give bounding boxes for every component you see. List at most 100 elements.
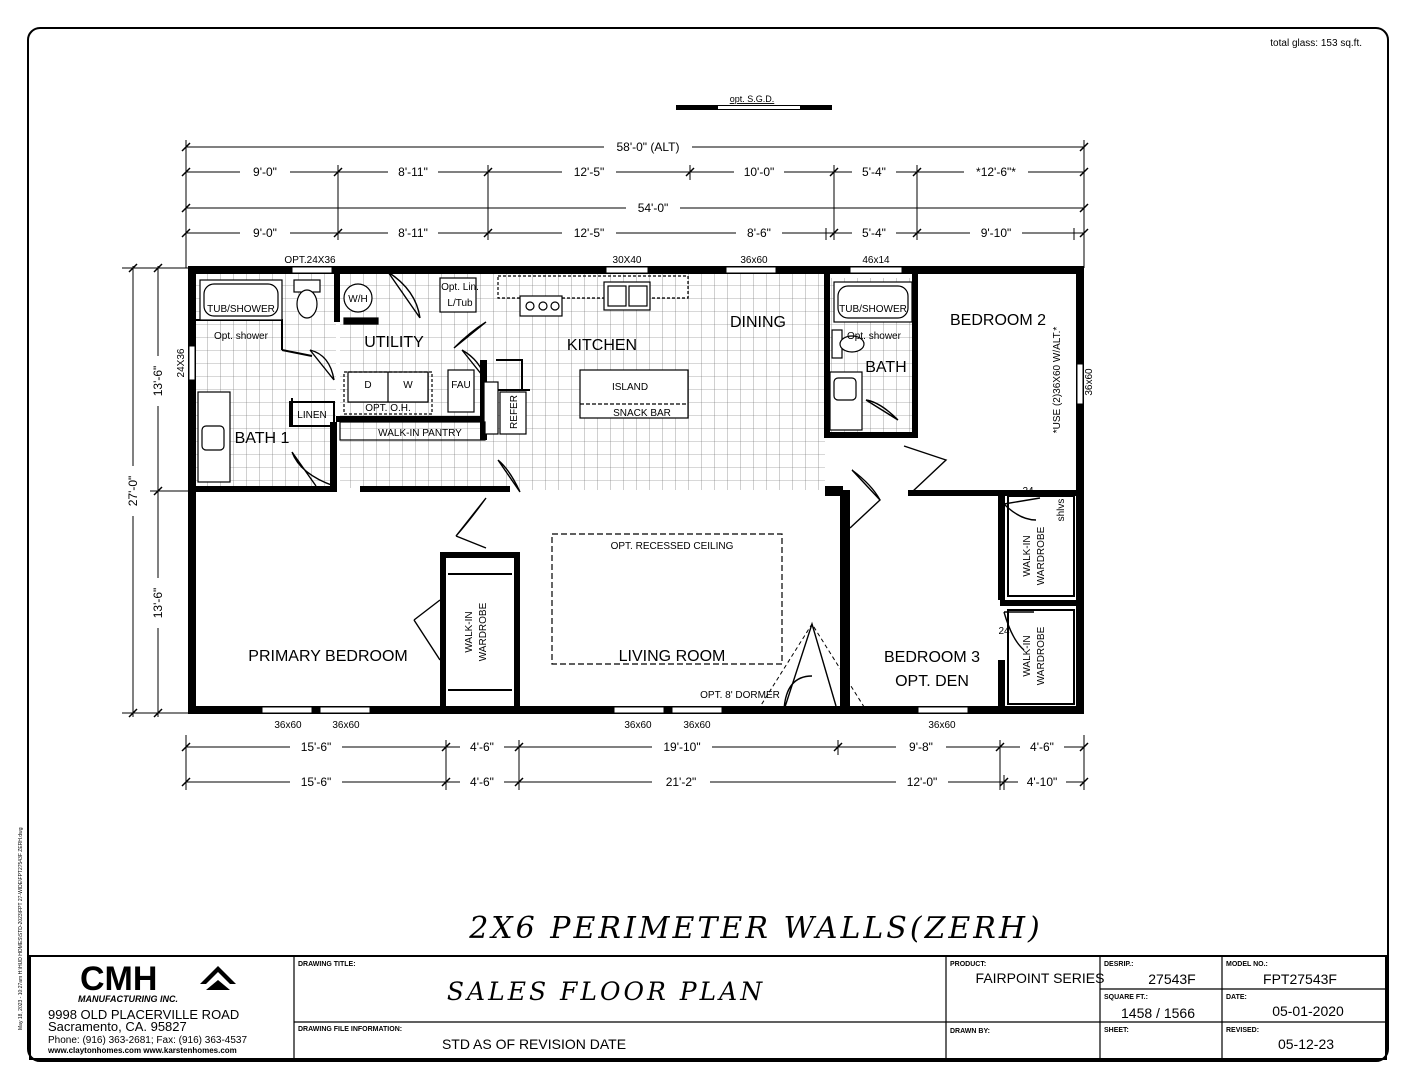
dimension-ticks [128,142,1089,787]
dim-bottom-2-1: 15'-6" [301,775,332,789]
dim-top-1-6: *12'-6"* [976,165,1016,179]
title-block-text: 9998 OLD PLACERVILLE ROAD Sacramento, CA… [47,961,1344,1055]
label-wardrobe-br3-2: WARDROBE [1036,626,1047,685]
house-roof-icon [200,966,236,990]
dim-top-overall: 54'-0" [638,201,669,215]
label-fau: FAU [451,380,470,391]
revised-value: 05-12-23 [1278,1036,1334,1052]
product-value: FAIRPOINT SERIES [976,970,1105,986]
label-opt-dormer: OPT. 8' DORMER [700,690,780,701]
label-wardrobe-primary-2: WARDROBE [478,602,489,661]
dim-bottom-1-1: 15'-6" [301,740,332,754]
label-snack-bar: SNACK BAR [613,408,671,419]
drawing-title: SALES FLOOR PLAN [447,977,765,1006]
bath-fixtures [829,281,913,431]
window-36x60-b4: 36x60 [683,720,711,731]
opt-sgd-label: opt. S.G.D. [730,94,775,104]
label-linen: LINEN [297,410,326,421]
label-tub-shower-1: TUB/SHOWER [207,304,275,315]
date-label: DATE: [1226,994,1247,1001]
dim-top-2-3: 12'-5" [574,226,605,240]
kitchen-fixtures [447,275,689,435]
room-kitchen: KITCHEN [567,337,637,354]
file-info: STD AS OF REVISION DATE [442,1036,626,1052]
dim-left-inner-1: 13'-6" [151,366,165,397]
room-dining: DINING [730,314,786,331]
room-primary-bedroom: PRIMARY BEDROOM [248,648,407,665]
desrip-value: 27543F [1148,971,1195,987]
dim-bottom-1-5: 4'-6" [1030,740,1054,754]
model-label: MODEL NO.: [1226,961,1268,968]
interior-thin-walls [196,319,1075,705]
label-opt-lin: Opt. Lin. [441,282,479,293]
room-living-room: LIVING ROOM [619,648,726,665]
sqft-label: SQUARE FT.: [1104,994,1148,1001]
label-wh: W/H [348,294,367,305]
room-bath1: BATH 1 [235,430,290,447]
label-opt-recessed-ceiling: OPT. RECESSED CEILING [611,541,734,552]
address-line-2: Sacramento, CA. 95827 [48,1019,187,1034]
label-washer: W [403,380,413,391]
label-dryer: D [364,380,371,391]
opt-recessed-ceiling [551,533,783,665]
drawn-by-label: DRAWN BY: [950,1028,990,1035]
side-file-note: May 18, 2023 - 10:27am H:\HUD HOMES\STD-… [18,827,24,1030]
dim-bottom-1-2: 4'-6" [470,740,494,754]
label-opt-shower-1: Opt. shower [214,331,269,342]
label-island: ISLAND [612,382,648,393]
dim-top-1-3: 12'-5" [574,165,605,179]
dim-left-outer: 27'-0" [126,476,140,507]
dim-bottom-2-2: 4'-6" [470,775,494,789]
dim-left-inner-2: 13'-6" [151,588,165,619]
label-shlvs: shlvs [1056,499,1067,522]
window-46x14: 46x14 [862,255,890,266]
dim-top-1-4: 10'-0" [744,165,775,179]
room-bedroom2: BEDROOM 2 [950,312,1046,329]
window-24x36-left: 24X36 [176,348,187,377]
window-36x60-b3: 36x60 [624,720,652,731]
dim-top-2-1: 9'-0" [253,226,277,240]
model-value: FPT27543F [1263,971,1337,987]
dim-top-2-5: 5'-4" [862,226,886,240]
pantry-tile-floor [340,422,485,488]
label-wardrobe-br3-1: WALK-IN [1022,635,1033,676]
dim-bottom-1-3: 19'-10" [663,740,700,754]
utility-fixtures [339,277,486,441]
label-use-alt: *USE (2)36X60 W/ALT.* [1052,327,1063,434]
room-bedroom3-opt-den: OPT. DEN [895,673,969,690]
desrip-label: DESRIP.: [1104,961,1133,968]
window-36x60-b5: 36x60 [928,720,956,731]
drawing-title-label: DRAWING TITLE: [298,961,356,968]
label-wardrobe-br2-1: WALK-IN [1022,535,1033,576]
label-walk-in-pantry: WALK-IN PANTRY [378,428,462,439]
label-tub-shower-2: TUB/SHOWER [839,304,907,315]
dormer-dashes [757,623,867,711]
room-bath: BATH [865,359,906,376]
phone-fax: Phone: (916) 363-2681; Fax: (916) 363-45… [48,1035,247,1046]
title-block-frame [29,955,1387,1060]
window-labels: OPT.24X36 30X40 36x60 46x14 36x60 36x60 … [176,255,1095,731]
dim-top-2-4: 8'-6" [747,226,771,240]
room-bedroom3: BEDROOM 3 [884,649,980,666]
label-wardrobe-br2-2: WARDROBE [1036,526,1047,585]
address-line-1: 9998 OLD PLACERVILLE ROAD [48,1007,239,1022]
date-value: 05-01-2020 [1272,1003,1344,1019]
file-info-label: DRAWING FILE INFORMATION: [298,1026,402,1033]
label-opt-shower-2: Opt. shower [847,331,902,342]
room-labels: PRIMARY BEDROOM LIVING ROOM KITCHEN DINI… [235,312,1047,690]
dim-bottom-2-3: 21'-2" [666,775,697,789]
dim-top-1-2: 8'-11" [398,165,428,179]
dim-top-1-5: 5'-4" [862,165,886,179]
website-links: www.claytonhomes.com www.karstenhomes.co… [47,1046,237,1055]
sheet-label: SHEET: [1104,1027,1129,1034]
label-opt-lin-tub: L/Tub [447,298,473,309]
window-openings [188,266,1084,714]
revised-label: REVISED: [1226,1027,1259,1034]
room-utility: UTILITY [364,334,424,351]
cmh-logo-text: CMH [80,960,157,998]
window-36x60-top: 36x60 [740,255,768,266]
fixture-labels: TUB/SHOWER TUB/SHOWER Opt. shower Opt. s… [207,282,1067,701]
product-label: PRODUCT: [950,961,986,968]
label-opt-oh: OPT. O.H. [365,403,411,414]
